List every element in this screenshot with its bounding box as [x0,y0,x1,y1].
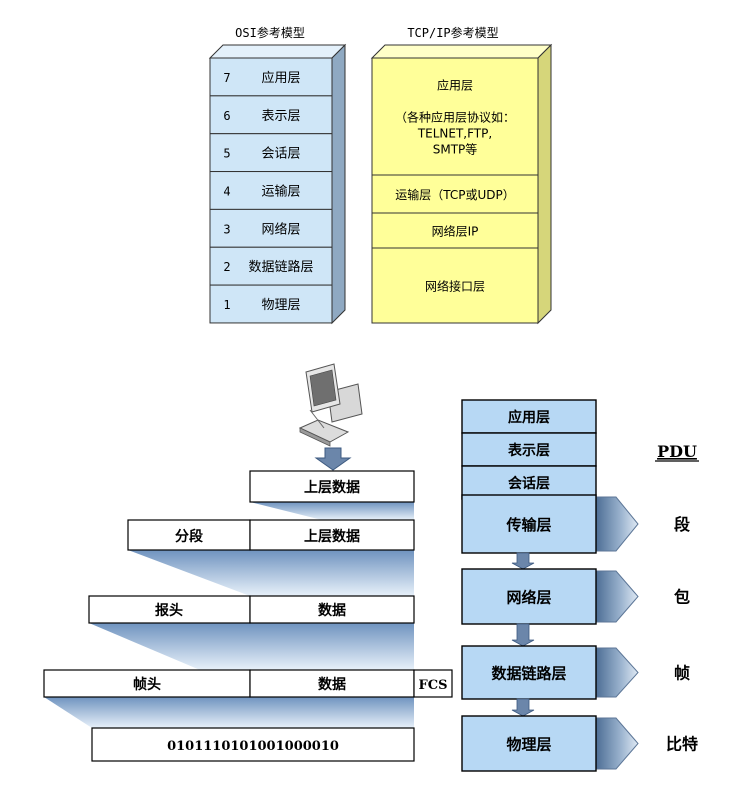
pdu-unit-label: 段 [674,515,691,534]
packet-data-box [249,595,415,624]
segment-data-label: 上层数据 [304,528,360,545]
osi-title: OSI参考模型 [235,25,305,40]
pdu-side-arrow-icon [595,647,639,698]
tcpip-layer-text: （各种应用层协议如： [395,110,515,125]
pdu-down-arrow-icon [511,623,535,647]
tcpip-layer-text: 网络接口层 [425,279,485,294]
osi-layer-number: 7 [223,71,230,85]
osi-layer-number: 1 [223,298,230,312]
pdu-down-arrow-icon [511,698,535,717]
pdu-upper-layer-box [461,432,597,467]
pdu-label: PDU [657,442,697,461]
tcpip-layer-text: SMTP等 [433,143,478,157]
pdu-down-arrow-icon [511,552,535,570]
wedge-3 [89,623,414,670]
down-arrow-icon [314,447,352,471]
fcs-label: FCS [419,678,448,693]
tcpip-layer-text: 网络层IP [432,224,479,239]
upper-data-label: 上层数据 [304,479,360,496]
pdu-side-arrow-icon [595,496,639,552]
segment-header-box [127,519,251,551]
bits-label: 0101110101001000010 [167,739,339,754]
tcpip-layer-box [371,57,539,176]
encapsulation-diagram: 上层数据 分段 上层数据 报头 数据 帧头 数据 FCS 01011101010… [43,470,453,762]
tcpip-layer-box [371,212,539,249]
osi-layer-name: 运输层 [261,183,300,199]
osi-layer-box [209,133,333,173]
fcs-box [413,669,453,698]
bits-box [91,727,415,762]
osi-side-face [331,43,346,325]
wedge-1 [250,502,414,520]
tcpip-model: TCP/IP参考模型 应用层 （各种应用层协议如： TELNET,FTP, SMTP等… [370,25,553,325]
pdu-layer-box [461,715,597,772]
pdu-unit-label: 帧 [674,664,690,683]
upper-data-box [249,470,415,503]
osi-layer-name: 数据链路层 [248,259,313,275]
osi-layer-name: 应用层 [261,70,300,86]
wedge-2 [128,550,414,596]
osi-model: OSI参考模型 7 应用层 6 表示层 5 会话层 4 运输层 3 网络层 2 数据链路层 1 物理层 [208,25,347,325]
pdu-layer-box [461,645,597,700]
tcpip-layer-text: 运输层（TCP或UDP） [395,187,515,202]
pdu-layer-label: 网络层 [506,589,551,607]
tcpip-side-face [537,43,552,325]
pdu-layer-label: 物理层 [506,736,551,754]
packet-data-label: 数据 [318,602,346,619]
segment-data-box [249,519,415,551]
osi-top-face [208,44,347,59]
tcpip-top-face [370,44,553,59]
pdu-upper-layer-label: 表示层 [507,442,550,459]
pdu-upper-layer-label: 会话层 [508,475,550,492]
wedge-4 [44,697,414,728]
osi-layer-box [209,95,333,135]
pdu-unit-label: 包 [674,588,690,607]
osi-layer-number: 6 [223,109,230,123]
osi-layer-number: 2 [223,260,230,274]
frame-header-label: 帧头 [133,676,161,693]
pdu-side-arrow-icon [595,717,639,770]
osi-layer-number: 3 [223,222,230,236]
pdu-side-arrow-icon [595,570,639,623]
tcpip-title: TCP/IP参考模型 [407,25,498,40]
segment-header-label: 分段 [175,528,203,545]
pdu-upper-layer-label: 应用层 [508,409,550,426]
tcpip-layer-text: 应用层 [437,78,473,93]
pdu-layer-label: 传输层 [505,516,551,534]
computer-icon [298,363,363,447]
osi-layer-name: 会话层 [261,147,300,162]
osi-layer-box [209,246,333,286]
osi-layer-name: 网络层 [261,221,300,237]
pdu-layer-label: 数据链路层 [491,665,566,683]
osi-layer-number: 4 [223,184,230,198]
packet-header-label: 报头 [155,602,183,619]
osi-layer-name: 表示层 [261,109,300,124]
pdu-unit-label: 比特 [666,735,698,754]
osi-layer-box [209,171,333,210]
osi-layer-number: 5 [223,147,230,161]
osi-layer-name: 物理层 [261,298,300,313]
tcpip-layer-box [371,247,539,324]
frame-data-label: 数据 [318,676,346,693]
tcpip-layer-text: TELNET,FTP, [417,127,492,141]
osi-layer-box [209,57,333,97]
frame-header-box [43,669,251,698]
osi-layer-box [209,284,333,324]
